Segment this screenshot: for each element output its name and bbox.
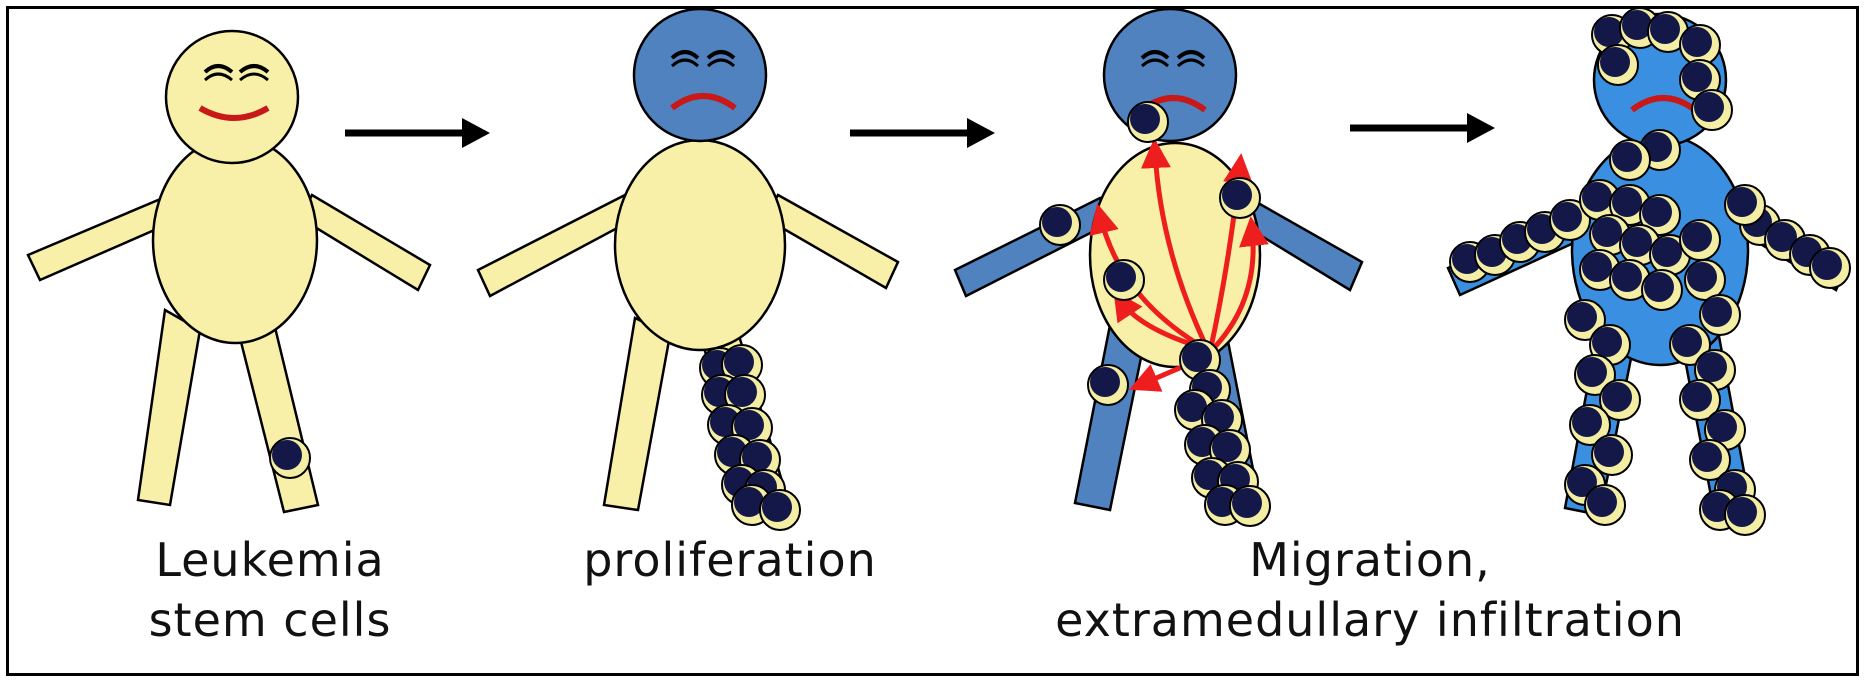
figure-healthy: [28, 31, 430, 512]
caption-line: extramedullary infiltration: [1010, 590, 1730, 650]
caption-proliferation: proliferation: [520, 530, 940, 590]
caption-leukemia-stem-cells: Leukemia stem cells: [110, 530, 430, 650]
figure-migration: [955, 9, 1362, 526]
right-arrow-icon: [1350, 113, 1495, 143]
cell-cluster: [700, 345, 800, 530]
caption-line: stem cells: [110, 590, 430, 650]
right-arrow-icon: [850, 118, 995, 148]
right-arrow-icon: [345, 118, 490, 148]
caption-line: Leukemia: [110, 530, 430, 590]
caption-line: proliferation: [520, 530, 940, 590]
caption-line: Migration,: [1010, 530, 1730, 590]
caption-migration: Migration, extramedullary infiltration: [1010, 530, 1730, 650]
figure-infiltration: [1448, 8, 1850, 535]
leukemia-cell-icon: [270, 438, 310, 478]
figure-proliferation: [478, 9, 898, 530]
